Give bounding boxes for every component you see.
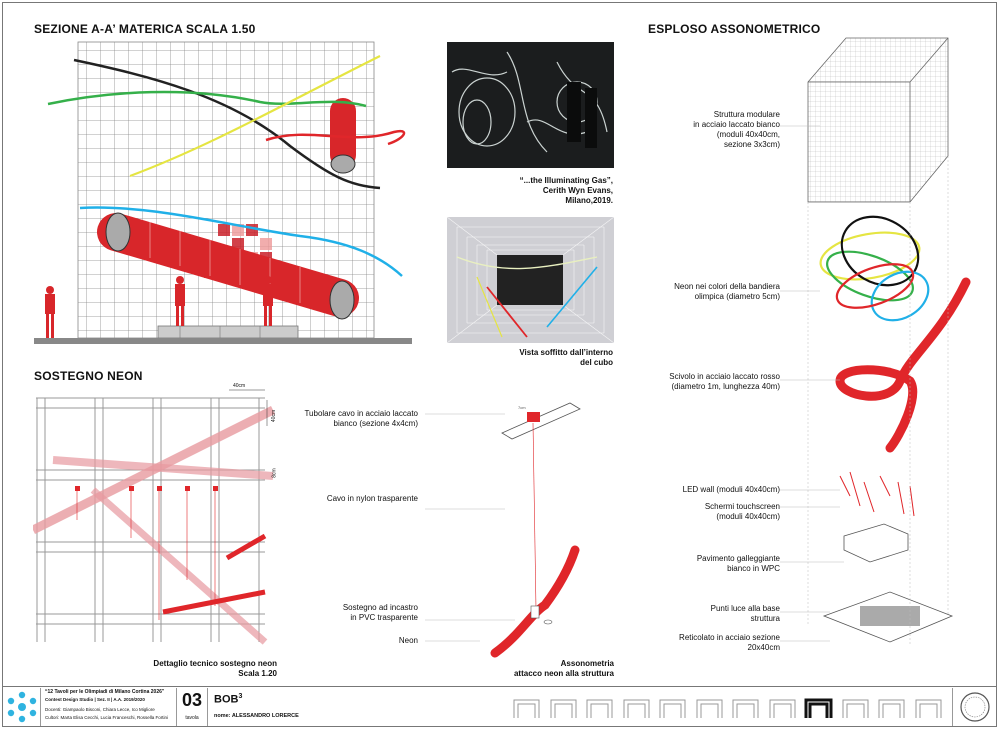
- footer-teachers: Docenti: Giampaolo Bisconi, Chiara Lecce…: [45, 707, 155, 712]
- exploded-label-7b: struttura: [750, 614, 780, 623]
- project-name-text: BOB: [214, 693, 239, 706]
- table-thumbnail-icon: [513, 699, 540, 718]
- table-thumbnail-icon: [732, 699, 759, 718]
- table-thumbnail-icon: [659, 699, 686, 718]
- university-seal-icon: [952, 688, 996, 726]
- table-label: tavola: [185, 715, 199, 721]
- exploded-label-8b: 20x40cm: [747, 643, 780, 652]
- table-thumbnail-icon: [550, 699, 576, 718]
- axon-label-4: Sostegno ad incastro: [342, 603, 418, 612]
- exploded-label-5a: Schermi touchscreen: [704, 502, 780, 511]
- exploded-label-2a: Neon nei colori della bandiera: [674, 282, 780, 291]
- axon-tag: 7cm: [518, 405, 526, 410]
- exploded-drawing: [780, 37, 971, 646]
- snowflake-logo-icon: [7, 691, 37, 723]
- axon-label-2: bianco (sezione 4x4cm): [333, 419, 418, 428]
- exploded-label-3a: Scivolo in acciaio laccato rosso: [669, 372, 780, 381]
- exploded-label-1d: sezione 3x3cm): [723, 140, 780, 149]
- exploded-label-4: LED wall (moduli 40x40cm): [682, 485, 780, 494]
- exploded-label-8a: Reticolato in acciaio sezione: [679, 633, 780, 642]
- table-thumbnail-icon: [842, 699, 868, 718]
- exploded-label-5b: (moduli 40x40cm): [716, 512, 780, 521]
- axon-caption-2: attacco neon alla struttura: [513, 669, 614, 678]
- axon-label-5: in PVC trasparente: [350, 613, 418, 622]
- detail-caption-2: Scala 1.20: [238, 669, 277, 678]
- footer-studio: Contest Design Studio | Sez. II | A.A. 2…: [45, 697, 145, 702]
- exploded-title: ESPLOSO ASSONOMETRICO: [648, 22, 821, 36]
- dim-top: 40cm: [233, 383, 246, 389]
- exploded-label-3b: (diametro 1m, lunghezza 40m): [671, 382, 781, 391]
- exploded-label-1a: Struttura modulare: [713, 110, 780, 119]
- photo1-caption-2: Cerith Wyn Evans,: [542, 186, 613, 195]
- exploded-label-1b: in acciaio laccato bianco: [693, 120, 780, 129]
- exploded-label-1c: (moduli 40x40cm,: [716, 130, 780, 139]
- photo-illuminating-gas: [447, 42, 614, 168]
- section-drawing: [34, 41, 412, 344]
- photo-ceiling-view: [447, 217, 614, 343]
- section-title: SEZIONE A-A’ MATERICA SCALA 1.50: [34, 22, 256, 36]
- exploded-label-2b: olimpica (diametro 5cm): [694, 292, 780, 301]
- axon-caption-1: Assonometria: [560, 659, 614, 668]
- photo2-caption-2: del cubo: [580, 358, 613, 367]
- exploded-label-7a: Punti luce alla base: [710, 604, 780, 613]
- exploded-label-6a: Pavimento galleggiante: [696, 554, 780, 563]
- photo1-caption-3: Milano,2019.: [565, 196, 613, 205]
- project-name-sup: 3: [238, 693, 243, 700]
- footer-project-title: “12 Tavoli per le Olimpiadi di Milano Co…: [45, 689, 165, 695]
- dim-small: 8cm: [271, 468, 278, 478]
- photo2-caption-1: Vista soffitto dall’interno: [519, 348, 613, 357]
- project-name: BOB3: [214, 693, 242, 706]
- table-thumbnail-icon: [623, 699, 649, 718]
- table-thumbnail-icon: [769, 699, 795, 718]
- table-number: 03: [181, 690, 203, 710]
- exploded-label-6b: bianco in WPC: [727, 564, 780, 573]
- table-thumbnail-icon: [915, 699, 941, 718]
- axon-label-3: Cavo in nylon trasparente: [326, 494, 418, 503]
- footer-bar: [2, 686, 997, 727]
- author-name: nome: ALESSANDRO LORERCE: [214, 713, 299, 719]
- detail-caption-1: Dettaglio tecnico sostegno neon: [153, 659, 277, 668]
- axon-label-6: Neon: [398, 636, 418, 645]
- support-detail-drawing: [33, 389, 276, 645]
- axon-label-1: Tubolare cavo in acciaio laccato: [304, 409, 418, 418]
- support-title: SOSTEGNO NEON: [34, 369, 143, 383]
- axon-drawing: 7cm: [425, 402, 581, 658]
- table-thumbnail-icon: [586, 699, 613, 718]
- dim-side: 40cm: [271, 409, 278, 423]
- photo1-caption-1: “...the Illuminating Gas”,: [519, 176, 613, 185]
- table-thumbnail-icon: [696, 699, 722, 718]
- table-thumbnail-icon: [878, 699, 905, 718]
- table-thumbnail-icon: [804, 698, 833, 718]
- footer-tutors: Cultori: Marta Elisa Cecchi, Lucia Franc…: [45, 715, 169, 720]
